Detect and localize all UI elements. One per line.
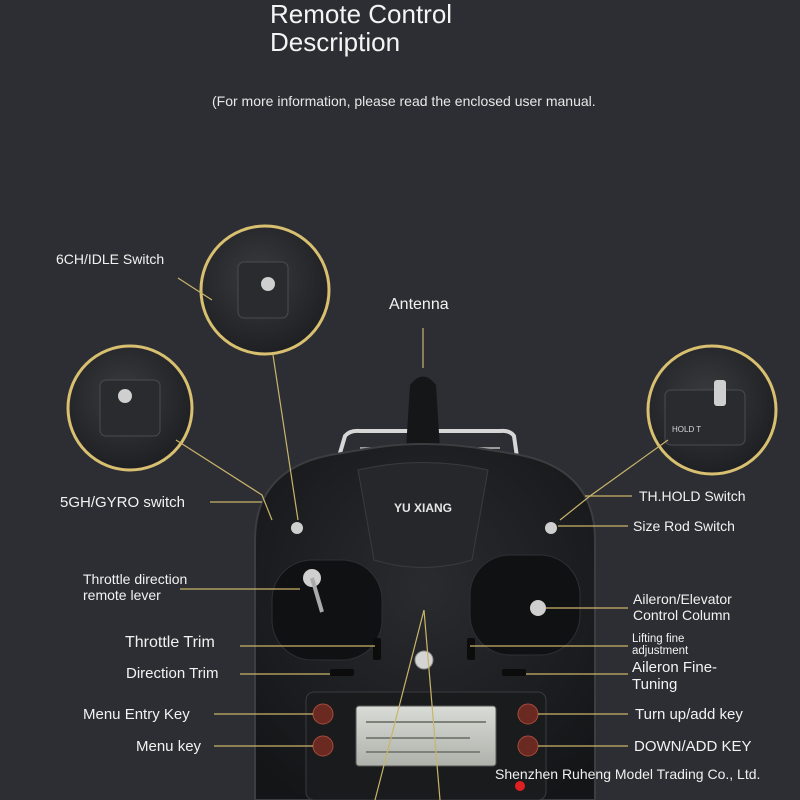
left-gimbal — [271, 559, 383, 661]
idle-switch-zoom-housing — [237, 261, 289, 319]
label-lifting-fine-line1: Lifting fine — [632, 633, 685, 645]
label-menu-entry-key: Menu Entry Key — [83, 706, 190, 723]
brand-plate — [357, 462, 489, 568]
label-turn-up-key: Turn up/add key — [635, 706, 743, 723]
leader-idle — [177, 277, 213, 301]
title-line-2: Description — [270, 27, 401, 57]
throttle-trim-slot — [373, 638, 381, 660]
menu-entry-key-button — [312, 703, 334, 725]
leader-gyro-to-switch — [175, 439, 273, 521]
page-title: Remote Control Description — [270, 0, 452, 56]
label-size-rod-switch: Size Rod Switch — [633, 518, 735, 534]
label-lifting-fine-line2: adjustment — [632, 645, 689, 657]
label-throttle-lever-line1: Throttle direction — [83, 571, 188, 587]
antenna-shape — [405, 376, 441, 465]
page-subtitle: (For more information, please read the e… — [212, 93, 596, 109]
label-menu-key: Menu key — [136, 738, 202, 755]
label-aileron-column-line1: Aileron/Elevator — [633, 591, 732, 607]
aileron-trim-slot — [502, 669, 526, 676]
label-throttle-lever: Throttle direction remote lever — [83, 571, 187, 603]
th-hold-zoom-text: HOLD T — [672, 425, 701, 434]
idle-switch-zoom-toggle — [261, 277, 275, 291]
label-throttle-trim: Throttle Trim — [125, 634, 215, 651]
label-idle-switch: 6CH/IDLE Switch — [56, 251, 165, 267]
lifting-trim-slot — [467, 638, 475, 660]
title-line-1: Remote Control — [270, 0, 453, 29]
th-hold-zoom-housing — [664, 389, 746, 446]
brand-text: YU XIANG — [394, 501, 452, 515]
left-toggle-switch — [291, 522, 303, 534]
leader-lines — [175, 277, 669, 800]
menu-key-button — [312, 735, 334, 757]
leader-bottom-2 — [374, 609, 425, 800]
left-stick-shaft — [310, 577, 324, 613]
lcd-screen — [355, 705, 497, 767]
right-toggle-switch — [545, 522, 557, 534]
th-hold-zoom-toggle — [714, 380, 726, 406]
label-aileron-column-line2: Control Column — [633, 607, 731, 623]
direction-trim-slot — [330, 669, 354, 676]
label-aileron-column: Aileron/Elevator Control Column — [633, 591, 732, 623]
label-th-hold-switch: TH.HOLD Switch — [639, 488, 746, 504]
leader-idle-to-switch — [272, 354, 299, 521]
right-stick-tip — [530, 600, 546, 616]
center-knob — [414, 650, 434, 670]
gyro-switch-zoom-housing — [99, 379, 161, 437]
label-aileron-fine: Aileron Fine- Tuning — [632, 659, 717, 693]
label-lifting-fine: Lifting fine adjustment — [632, 633, 688, 657]
gyro-switch-zoom-toggle — [118, 389, 132, 403]
label-aileron-fine-line2: Tuning — [632, 676, 678, 693]
label-antenna: Antenna — [389, 296, 449, 313]
leader-bottom-1 — [423, 609, 441, 800]
power-led — [515, 781, 525, 791]
label-gyro-switch: 5GH/GYRO switch — [60, 494, 186, 511]
label-aileron-fine-line1: Aileron Fine- — [632, 659, 718, 676]
label-throttle-lever-line2: remote lever — [83, 587, 161, 603]
right-gimbal — [469, 554, 581, 656]
label-down-add-key: DOWN/ADD KEY — [634, 738, 752, 755]
down-add-key-button — [517, 735, 539, 757]
company-footer: Shenzhen Ruheng Model Trading Co., Ltd. — [495, 766, 761, 782]
label-direction-trim: Direction Trim — [126, 665, 219, 682]
turn-up-key-button — [517, 703, 539, 725]
